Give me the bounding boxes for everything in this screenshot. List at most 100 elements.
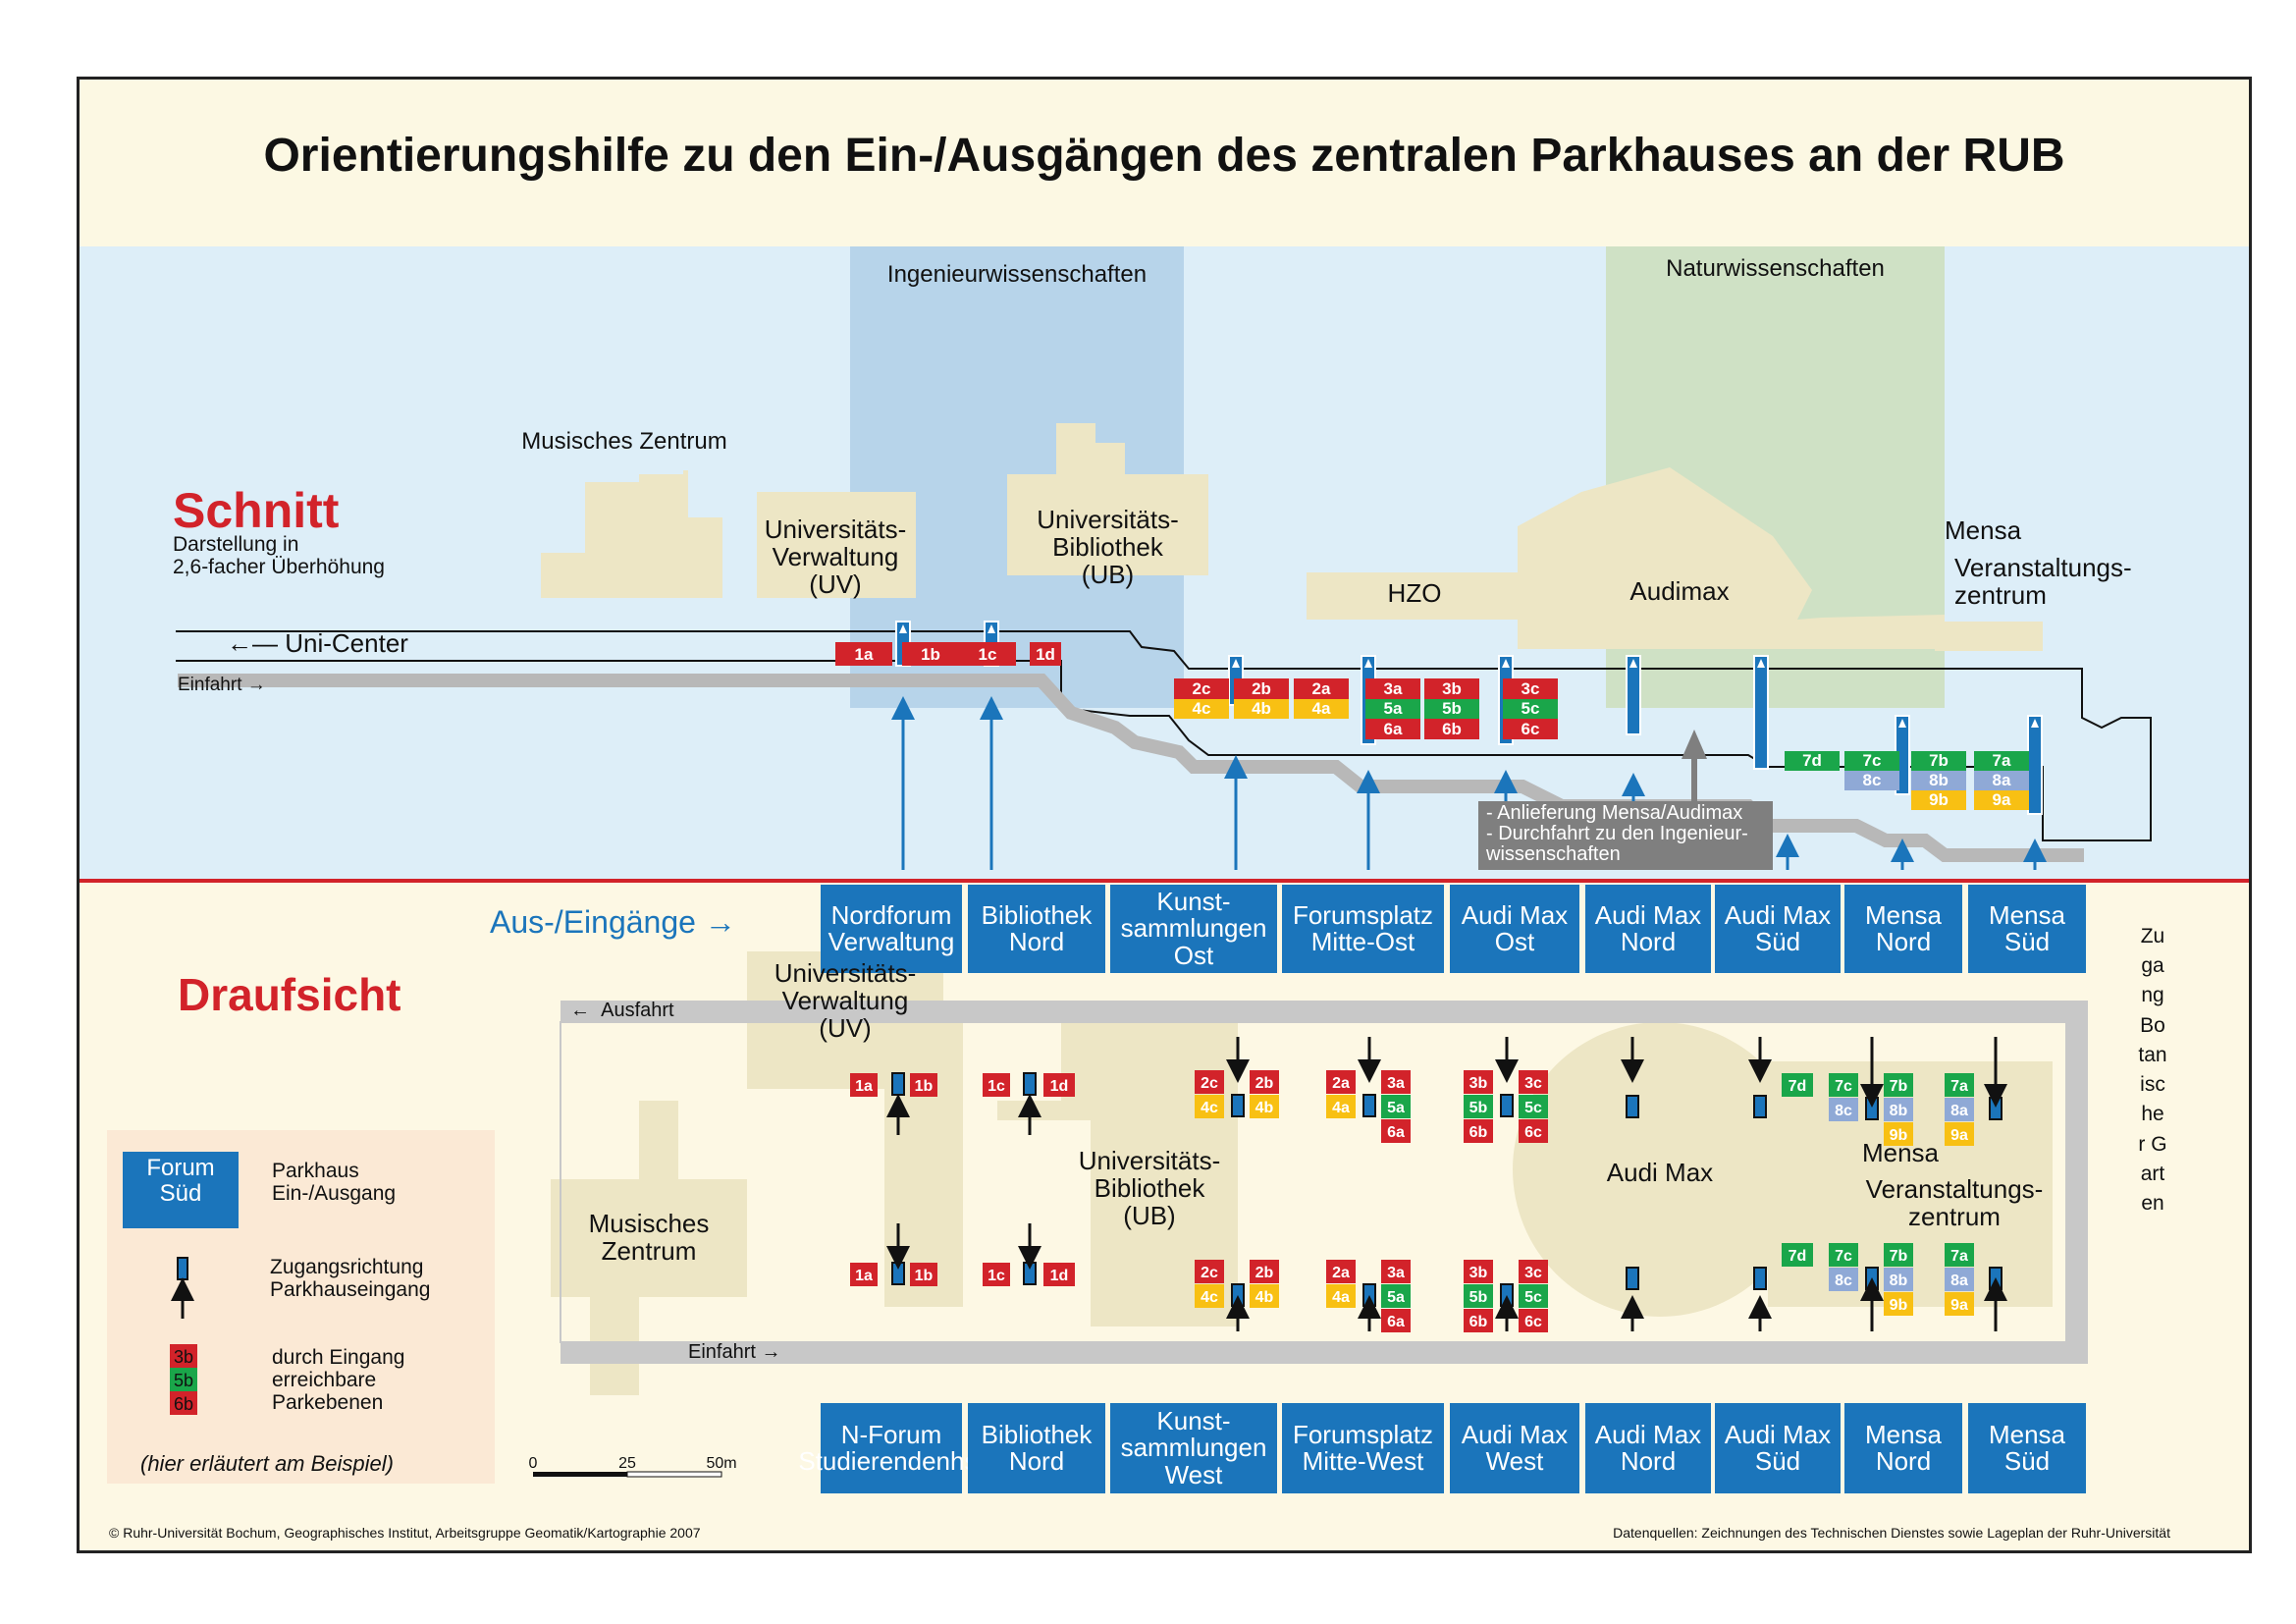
level-4c: 4c <box>1195 1284 1224 1308</box>
level-label: 1a <box>855 1268 873 1284</box>
level-box <box>1464 1309 1493 1332</box>
level-label: 3a <box>1387 1265 1405 1281</box>
level-label: 9b <box>1890 1297 1908 1314</box>
level-label: 5a <box>1387 1289 1405 1306</box>
level-2b: 2b <box>1234 678 1289 699</box>
section-heading: Schnitt <box>173 483 340 538</box>
plan-shaft <box>891 1072 905 1096</box>
level-7d: 7d <box>1782 1073 1813 1097</box>
einfahrt-plan-label: Einfahrt → <box>688 1341 781 1363</box>
level-box <box>959 642 1016 666</box>
level-label: 2b <box>1255 1265 1274 1281</box>
aus-eingaenge-label: Aus-/Eingänge → <box>490 904 736 940</box>
shaft <box>1753 655 1769 770</box>
level-4b: 4b <box>1234 699 1289 719</box>
level-box <box>1945 1292 1974 1316</box>
bldg-uv: Universitäts- Verwaltung (UV) <box>764 514 907 599</box>
level-box <box>1945 1122 1974 1146</box>
level-box <box>1365 699 1420 719</box>
level-5a: 5a <box>1381 1095 1411 1118</box>
plan-shaft <box>1231 1283 1245 1307</box>
level-label: 6a <box>1387 1314 1405 1330</box>
level-box <box>1381 1095 1411 1118</box>
level-box <box>1945 1268 1974 1291</box>
plan-heading: Draufsicht <box>178 969 401 1020</box>
level-9b: 9b <box>1884 1122 1913 1146</box>
level-label: 6b <box>1442 720 1462 738</box>
legend-level-5b <box>170 1368 197 1391</box>
level-7b: 7b <box>1884 1243 1913 1267</box>
level-label: 1c <box>988 1078 1005 1095</box>
plan-shaft <box>1500 1283 1514 1307</box>
entrance-north-box-8: Mensa Süd <box>1968 885 2086 973</box>
zone-engineering-label: Ingenieurwissenschaften <box>886 261 1148 288</box>
level-box <box>1519 1095 1548 1118</box>
einfahrt-plan-text: Einfahrt <box>688 1341 756 1363</box>
title-band <box>80 80 2249 246</box>
level-label: 2a <box>1332 1075 1350 1092</box>
level-label: 3a <box>1384 679 1403 698</box>
level-box <box>1945 1243 1974 1267</box>
plan-shaft <box>1865 1267 1879 1290</box>
level-7a: 7a <box>1974 751 2029 771</box>
level-label: 2a <box>1332 1265 1350 1281</box>
level-box <box>1884 1292 1913 1316</box>
level-box <box>1424 678 1479 699</box>
level-box <box>902 642 959 666</box>
plan-shaft <box>1865 1097 1879 1120</box>
level-label: 9b <box>1929 790 1949 809</box>
level-label: 7b <box>1890 1078 1908 1095</box>
level-label: 3c <box>1524 1075 1542 1092</box>
level-box <box>983 1073 1010 1097</box>
level-box <box>1911 771 1966 790</box>
level-box <box>1381 1284 1411 1308</box>
level-4a: 4a <box>1294 699 1349 719</box>
legend-example: (hier erläutert am Beispiel) <box>140 1451 394 1476</box>
plan-shaft <box>1362 1283 1376 1307</box>
level-7a: 7a <box>1945 1073 1974 1097</box>
level-1c: 1c <box>983 1263 1010 1286</box>
level-9a: 9a <box>1945 1292 1974 1316</box>
level-box <box>1829 1098 1858 1121</box>
level-box <box>1424 699 1479 719</box>
zugang-botanischer-garten: Zugang Botanischer Garten <box>2138 925 2167 1216</box>
entrance-south-box-8: Mensa Süd <box>1968 1403 2086 1493</box>
level-6a: 6a <box>1365 719 1420 739</box>
legend-level-3b <box>170 1344 197 1368</box>
level-2b: 2b <box>1250 1260 1279 1283</box>
plan-bldg-musisches-zentrum: Musisches Zentrum <box>588 1209 710 1266</box>
level-box <box>1519 1309 1548 1332</box>
level-3a: 3a <box>1365 678 1420 699</box>
level-box <box>1294 699 1349 719</box>
level-box <box>1829 1243 1858 1267</box>
level-6c: 6c <box>1503 719 1558 739</box>
level-box <box>1519 1119 1548 1143</box>
level-5a: 5a <box>1365 699 1420 719</box>
legend-box-label: Forum Süd <box>146 1155 215 1207</box>
level-box <box>1326 1070 1356 1094</box>
level-label: 4b <box>1252 699 1271 718</box>
level-label: 1d <box>1050 1268 1069 1284</box>
bldg-veranstaltungszentrum: Veranstaltungs- zentrum <box>1954 553 2132 610</box>
level-box <box>1974 751 2029 771</box>
level-label: 4c <box>1201 1100 1218 1116</box>
level-2c: 2c <box>1174 678 1229 699</box>
level-1a: 1a <box>850 1263 878 1286</box>
legend-level-label: 5b <box>174 1371 193 1390</box>
level-5c: 5c <box>1519 1284 1548 1308</box>
level-box <box>1519 1284 1548 1308</box>
level-1c: 1c <box>959 642 1016 666</box>
level-3a: 3a <box>1381 1070 1411 1094</box>
level-box <box>1326 1260 1356 1283</box>
level-label: 1a <box>855 645 874 664</box>
level-box <box>1884 1268 1913 1291</box>
level-label: 7d <box>1802 751 1822 770</box>
service-note: - Anlieferung Mensa/Audimax - Durchfahrt… <box>1478 801 1773 870</box>
level-label: 7a <box>1950 1248 1968 1265</box>
level-box <box>1250 1095 1279 1118</box>
plan-shaft <box>1023 1262 1037 1285</box>
level-box <box>850 1073 878 1097</box>
level-3b: 3b <box>1464 1070 1493 1094</box>
scale-label-0: 0 <box>529 1455 538 1472</box>
